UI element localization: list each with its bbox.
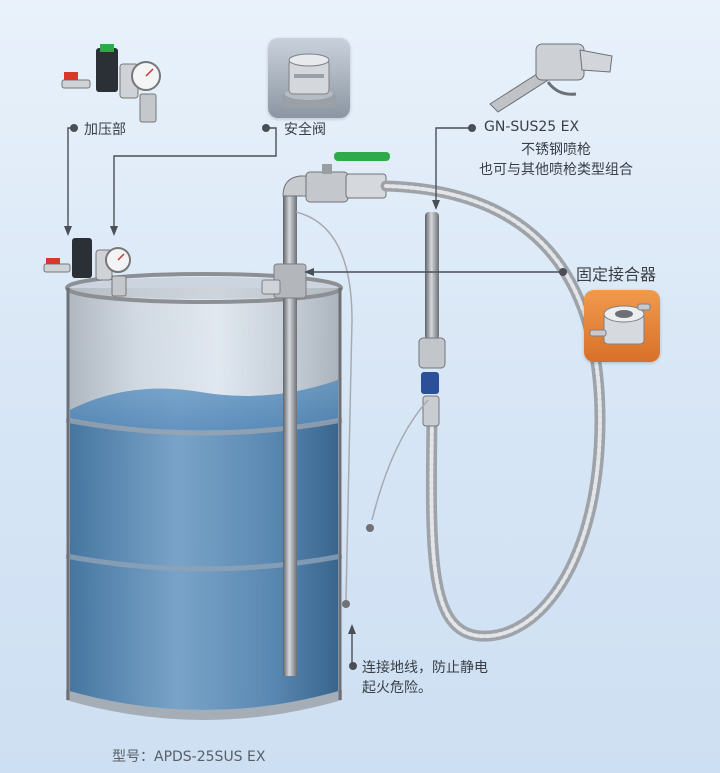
- top-valve-assembly: [282, 152, 390, 203]
- leader-lines: [64, 127, 560, 664]
- nozzle-on-stand: [418, 212, 446, 427]
- fixed-connector-label: 固定接合器: [576, 265, 657, 284]
- suction-pipe: [261, 196, 307, 676]
- safety-valve-icon: [282, 53, 336, 108]
- ground-wire-label-line1: 连接地线，防止静电: [362, 660, 488, 676]
- safety-valve-photo: [268, 38, 350, 118]
- fixed-connector-photo: [584, 290, 660, 362]
- ground-wire-1: [295, 211, 353, 601]
- drum: [65, 272, 343, 720]
- pressurizer-thumbnail: [61, 44, 161, 123]
- ground-wire-2: [371, 399, 429, 521]
- safety-valve-label: 安全阀: [284, 122, 326, 138]
- nozzle-model-label: GN-SUS25 EX: [484, 119, 580, 135]
- connector-icon: [589, 303, 651, 345]
- nozzle-thumbnail: [489, 43, 613, 113]
- pressurizer-on-drum: [43, 238, 131, 297]
- nozzle-desc-line2: 也可与其他喷枪类型组合: [479, 162, 633, 178]
- bullet-dots: [70, 124, 567, 670]
- nozzle-desc-line1: 不锈钢喷枪: [521, 142, 591, 158]
- model-number: 型号：APDS-25SUS EX: [112, 749, 266, 765]
- pressurizer-label: 加压部: [84, 122, 126, 138]
- ground-wire-label-line2: 起火危险。: [362, 680, 432, 696]
